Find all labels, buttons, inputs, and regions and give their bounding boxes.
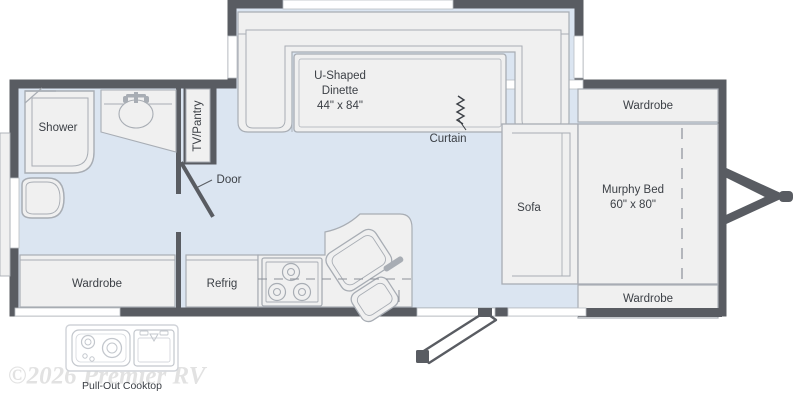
window-bottom-mid <box>416 307 496 317</box>
kitchen-sink-bowl-large-inner <box>331 235 386 286</box>
bathroom-wall-right-upper <box>176 88 181 194</box>
wardrobe-left-body <box>19 254 176 308</box>
cooktop-burner-rear <box>281 262 301 282</box>
dinette-label-line1: U-Shaped <box>314 70 366 82</box>
faucet-handle-left <box>123 96 128 103</box>
cooktop-burner-front-left <box>267 282 287 302</box>
wardrobe-top-right-body <box>577 88 719 123</box>
pullout-sink-faucet-icon <box>149 333 159 343</box>
sofa-label: Sofa <box>517 202 541 214</box>
dinette-table-inner <box>298 58 502 128</box>
pullout-sink-handle-left <box>139 330 149 336</box>
wardrobe-left-label: Wardrobe <box>72 278 122 290</box>
sofa-seat-outline <box>512 132 571 277</box>
shower-pan-inner <box>31 97 89 167</box>
hitch-coupler <box>779 191 793 202</box>
shower-corner-bevel <box>24 87 43 104</box>
entry-door-hinge <box>478 308 492 317</box>
window-dinette-right <box>573 35 584 79</box>
entry-door-panel[interactable] <box>417 310 498 365</box>
bathroom-faucet-icon <box>123 92 149 103</box>
murphy-bed-label-line2: 60" x 80" <box>610 199 656 211</box>
faucet-handle-right <box>144 96 149 103</box>
wardrobe-bottom-right-label: Wardrobe <box>623 293 673 305</box>
tv-pantry-cabinet <box>185 88 211 163</box>
cooktop-inner <box>265 261 319 303</box>
pullout-control-knob-1 <box>82 353 88 359</box>
tv-pantry-label: TV/Pantry <box>192 100 204 151</box>
wardrobe-top-right-label: Wardrobe <box>623 100 673 112</box>
pullout-burner-small <box>80 334 96 350</box>
door-callout-label: Door <box>217 174 242 186</box>
curtain-callout-leader <box>458 119 467 131</box>
door-callout-leader <box>195 179 213 189</box>
pullout-cooktop-label: Pull-Out Cooktop <box>82 380 162 392</box>
dinette-label-line3: 44" x 84" <box>317 100 363 112</box>
toilet-bowl-inner <box>25 181 61 215</box>
refrig-body <box>185 254 259 308</box>
kitchen-group <box>257 213 413 323</box>
pullout-burner-large <box>101 337 123 359</box>
curtain-callout-label: Curtain <box>429 133 466 145</box>
entry-door-handle[interactable] <box>416 350 429 363</box>
entry-door-group[interactable] <box>416 308 498 365</box>
bathroom-door-panel <box>179 161 215 218</box>
murphy-bed-group: Murphy Bed 60" x 80" <box>577 123 719 285</box>
pullout-control-knob-2 <box>89 356 95 362</box>
refrig-group: Refrig <box>185 254 259 308</box>
bathroom-group: Shower <box>21 87 181 308</box>
sofa-backrest <box>0 132 11 277</box>
wardrobe-right-group: Wardrobe Wardrobe <box>507 88 722 319</box>
cooktop-burner-front-left-center <box>272 287 282 297</box>
pull-out-cooktop-group: Pull-Out Cooktop <box>65 324 179 392</box>
refrig-label: Refrig <box>207 278 238 290</box>
faucet-base <box>126 94 146 98</box>
cooktop-burner-front-right-center <box>297 287 307 297</box>
bathroom-wall-right-lower <box>176 232 181 308</box>
window-bottom-right-restate <box>507 307 587 317</box>
sofa-body <box>501 123 579 285</box>
shower-pan <box>24 90 95 174</box>
window-bottom-left <box>14 307 121 317</box>
kitchen-sink-bowl-small-inner <box>356 282 393 316</box>
cooktop-body <box>261 257 323 307</box>
shower-label: Shower <box>39 122 78 134</box>
dinette-label-line2: Dinette <box>322 85 358 97</box>
wall-cap-bottom-right <box>578 308 722 317</box>
curtain-symbol-icon <box>455 95 466 125</box>
wardrobe-left-group: Wardrobe <box>19 254 176 308</box>
pullout-sink-handle-right <box>159 330 169 336</box>
kitchen-sink-faucet-icon <box>383 256 404 272</box>
pullout-sink-basin <box>137 337 171 363</box>
tv-pantry-group: TV/Pantry <box>183 87 217 165</box>
toilet-bowl <box>21 177 65 219</box>
pullout-burner-large-center <box>106 342 118 354</box>
murphy-bed-label-line1: Murphy Bed <box>602 184 664 196</box>
pullout-burner-panel-inner <box>75 333 127 363</box>
murphy-bed-body <box>577 123 719 285</box>
window-top-dinette <box>282 0 454 10</box>
pullout-burner-small-center <box>84 338 92 346</box>
kitchen-sink-group <box>325 228 404 323</box>
dinette-table <box>293 53 507 133</box>
toilet-fixture <box>21 177 65 219</box>
bathroom-door-group: Door <box>179 161 242 218</box>
bathroom-sink-basin <box>118 99 154 129</box>
curtain-group: Curtain <box>429 95 467 145</box>
sofa-group: Sofa <box>0 123 579 285</box>
cooktop-burner-rear-center <box>286 267 296 277</box>
cooktop-burner-front-right <box>292 282 312 302</box>
window-left-wall <box>9 177 20 249</box>
window-dinette-left <box>227 35 238 79</box>
u-shaped-dinette-group: U-Shaped Dinette 44" x 84" <box>237 11 570 133</box>
